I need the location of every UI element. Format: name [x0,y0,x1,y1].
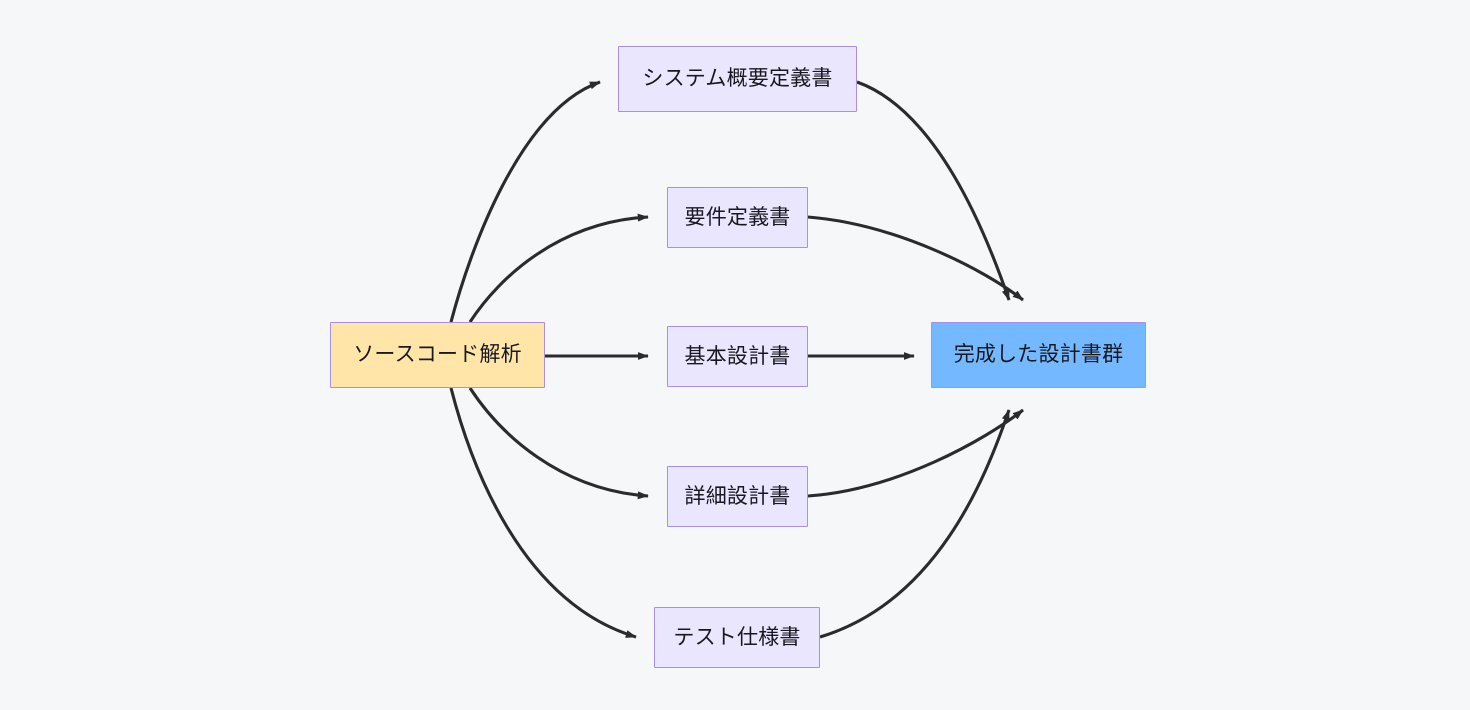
node-requirements[interactable]: 要件定義書 [667,187,808,248]
node-label-test-spec: テスト仕様書 [673,625,801,649]
edge-source-analysis-to-system-overview [449,80,601,323]
edge-test-spec-to-completed-docs [819,409,1011,639]
edge-source-analysis-to-detailed-design [468,387,649,500]
edge-source-analysis-to-requirements [468,213,649,323]
node-source-analysis[interactable]: ソースコード解析 [330,322,545,388]
node-detailed-design[interactable]: 詳細設計書 [667,466,808,527]
edge-detailed-design-to-completed-docs [807,408,1024,498]
node-label-detailed-design: 詳細設計書 [684,484,791,508]
node-label-completed-docs: 完成した設計書群 [953,343,1124,366]
node-completed-docs[interactable]: 完成した設計書群 [931,322,1146,388]
edge-source-analysis-to-test-spec [449,387,637,639]
node-label-requirements: 要件定義書 [684,205,791,229]
edge-requirements-to-completed-docs [807,215,1024,302]
node-label-basic-design: 基本設計書 [684,344,791,368]
node-label-source-analysis: ソースコード解析 [353,343,522,366]
node-label-system-overview: システム概要定義書 [642,67,833,90]
node-system-overview[interactable]: システム概要定義書 [618,46,857,112]
node-basic-design[interactable]: 基本設計書 [667,326,808,387]
edge-system-overview-to-completed-docs [856,80,1011,301]
node-test-spec[interactable]: テスト仕様書 [654,607,820,668]
